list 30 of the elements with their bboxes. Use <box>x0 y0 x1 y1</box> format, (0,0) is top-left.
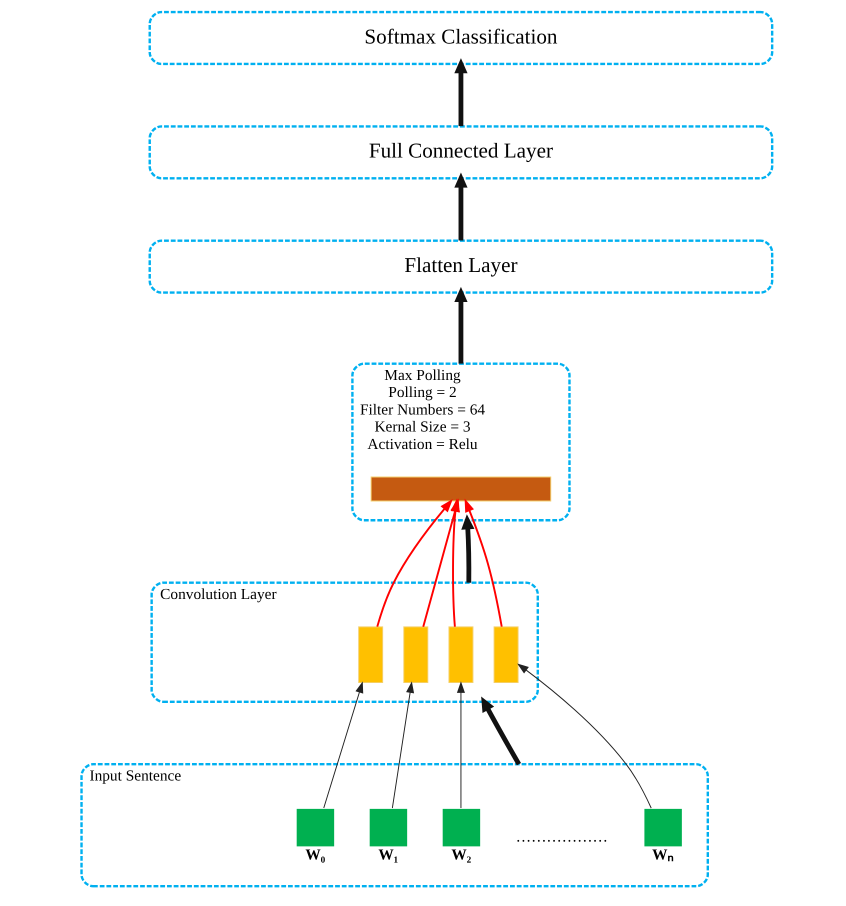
label: ……………… <box>516 828 608 846</box>
node-box <box>296 808 334 846</box>
node-box: Full Connected Layer <box>148 125 774 180</box>
arrow <box>323 681 364 809</box>
node-label: W₁ <box>378 846 398 864</box>
cluster: Max Polling Polling = 2 Filter Numbers = 64 Kernal Size = 3 Activation = Relu <box>351 362 571 522</box>
arrow <box>392 681 414 809</box>
arrow <box>454 286 468 364</box>
cluster: Convolution Layer <box>150 581 539 703</box>
node-bar <box>370 476 552 502</box>
node-label: W₀ <box>305 846 326 864</box>
arrow <box>517 663 652 809</box>
arrow <box>461 514 474 583</box>
node-label: Wₙ <box>652 846 674 864</box>
node-bar <box>494 626 519 684</box>
node-bar <box>403 626 428 684</box>
arrow <box>454 172 468 240</box>
node-box <box>442 808 480 846</box>
node-box <box>370 808 408 846</box>
arrow <box>456 681 465 809</box>
node-box <box>644 808 682 846</box>
node-label: W₂ <box>451 846 472 864</box>
arrow <box>481 696 522 766</box>
arrow <box>454 58 468 126</box>
node-bar <box>358 626 384 684</box>
arrow <box>464 498 503 627</box>
node-box: Softmax Classification <box>148 10 774 66</box>
node-box: Flatten Layer <box>148 240 774 294</box>
node-bar <box>448 626 474 684</box>
arrow <box>376 499 453 627</box>
